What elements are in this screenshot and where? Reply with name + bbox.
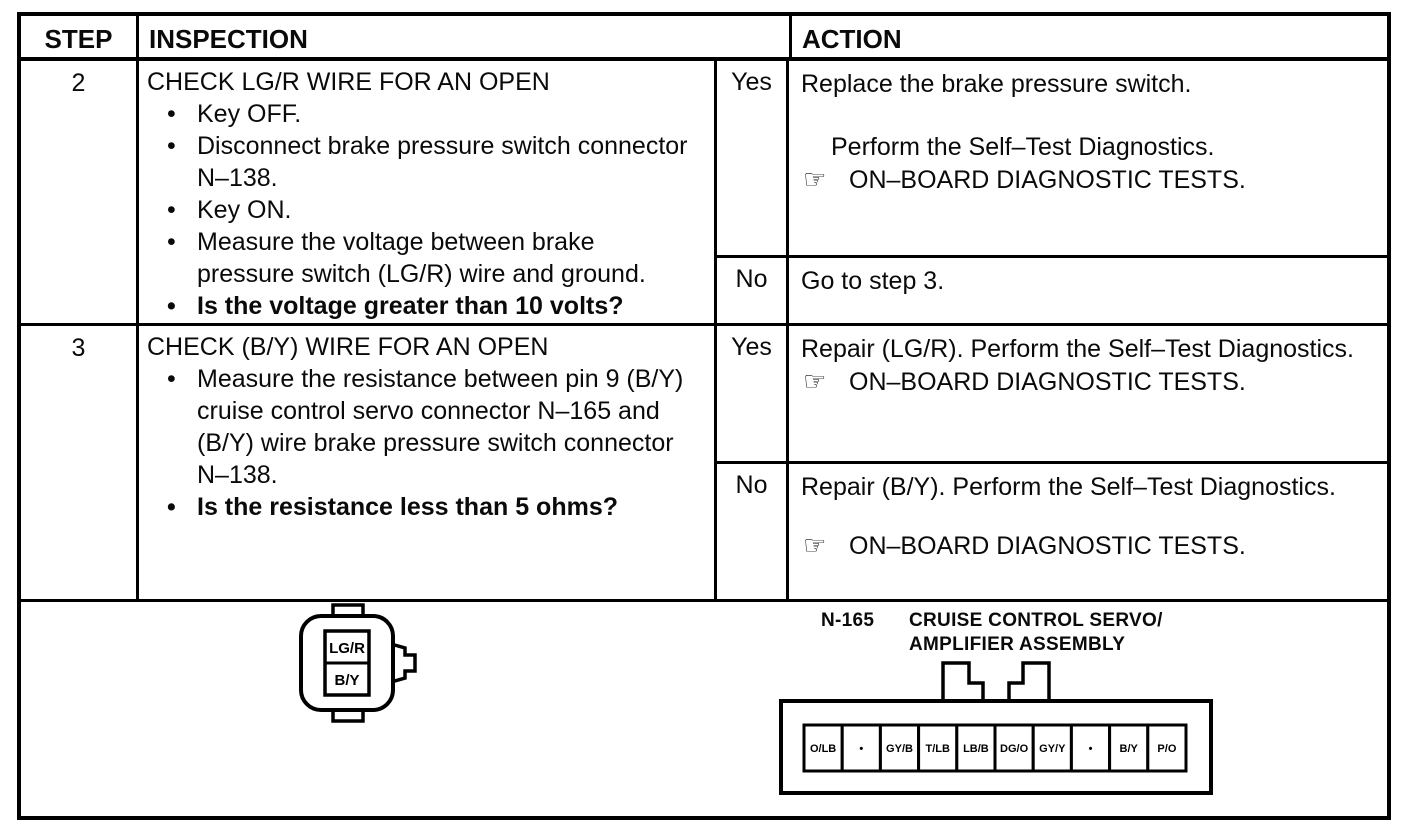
- yes-cell: Yes: [717, 326, 789, 461]
- inspection-question-bullet: • Is the voltage greater than 10 volts?: [167, 292, 624, 320]
- pin-label: T/LB: [925, 743, 949, 755]
- inspection-question-bullet: • Is the resistance less than 5 ohms?: [167, 493, 618, 521]
- pointing-hand-icon: ☞: [803, 530, 827, 560]
- pointing-hand-icon: ☞: [803, 366, 827, 396]
- pin-label: GY/B: [886, 743, 913, 755]
- pin-label: •: [1089, 743, 1093, 755]
- action-text: Go to step 3.: [801, 267, 945, 295]
- pin-cell: [802, 723, 844, 773]
- connector-side-latch: [389, 641, 417, 685]
- pin-label: •: [859, 743, 863, 755]
- connector-name-line2: AMPLIFIER ASSEMBLY: [909, 634, 1126, 655]
- action-cell: Repair (B/Y). Perform the Self–Test Diag…: [789, 464, 1387, 599]
- inspection-cell: CHECK (B/Y) WIRE FOR AN OPEN • Measure t…: [139, 326, 717, 599]
- brake-pressure-switch-connector-diagram: LG/R B/Y: [299, 603, 417, 723]
- pin-label-by: B/Y: [334, 672, 359, 689]
- header-action: ACTION: [802, 24, 902, 54]
- diagnostic-table: STEP INSPECTION ACTION 2 CHECK LG/R WIRE…: [17, 12, 1391, 820]
- action-cell: Go to step 3.: [789, 258, 1387, 323]
- yes-no-actions: Yes Repair (LG/R). Perform the Self–Test…: [717, 326, 1387, 599]
- action-text: Replace the brake pressure switch.: [801, 70, 1192, 98]
- servo-connector-diagram: O/LB • GY/B T/LB LB/B DG/O GY/Y • B/Y P/…: [779, 661, 1213, 795]
- action-cell: Repair (LG/R). Perform the Self–Test Dia…: [789, 326, 1387, 461]
- action-reference-text: ON–BOARD DIAGNOSTIC TESTS.: [849, 166, 1246, 194]
- action-text: Repair (B/Y). Perform the Self–Test Diag…: [801, 473, 1336, 501]
- bullet-icon: •: [167, 292, 176, 320]
- step-number: 2: [21, 61, 139, 323]
- inspection-title: CHECK LG/R WIRE FOR AN OPEN: [147, 68, 550, 96]
- pin-cell: [1146, 723, 1188, 773]
- action-reference-line: ☞ ON–BOARD DIAGNOSTIC TESTS.: [801, 529, 1377, 562]
- action-cell: Replace the brake pressure switch. Perfo…: [789, 61, 1387, 255]
- no-action-row: No Go to step 3.: [717, 258, 1387, 323]
- step-number: 3: [21, 326, 139, 599]
- header-inspection: INSPECTION: [139, 16, 792, 57]
- bullet-icon: •: [167, 132, 176, 160]
- spacer: [801, 503, 1377, 529]
- pointing-hand-icon: ☞: [803, 164, 827, 194]
- connector-key-tab-left: [941, 661, 985, 703]
- action-reference-line: ☞ ON–BOARD DIAGNOSTIC TESTS.: [801, 163, 1377, 196]
- inspection-bullet: • Measure the voltage between brake pres…: [167, 228, 646, 288]
- inspection-bullet: • Key OFF.: [167, 100, 302, 128]
- inspection-bullet: • Key ON.: [167, 196, 292, 224]
- pin-label: P/O: [1157, 743, 1176, 755]
- pin-cell: [878, 723, 921, 773]
- spacer: [801, 100, 1377, 131]
- pin-label-lgr: LG/R: [329, 640, 365, 657]
- action-text: Repair (LG/R). Perform the Self–Test Dia…: [801, 335, 1354, 363]
- action-reference-text: ON–BOARD DIAGNOSTIC TESTS.: [849, 368, 1246, 396]
- no-action-row: No Repair (B/Y). Perform the Self–Test D…: [717, 464, 1387, 599]
- connector-name-line1: CRUISE CONTROL SERVO/: [909, 610, 1163, 631]
- action-perform-text: Perform the Self–Test Diagnostics.: [831, 133, 1215, 161]
- pin-label: LB/B: [963, 743, 989, 755]
- yes-no-actions: Yes Replace the brake pressure switch. P…: [717, 61, 1387, 323]
- yes-action-row: Yes Replace the brake pressure switch. P…: [717, 61, 1387, 258]
- action-reference-text: ON–BOARD DIAGNOSTIC TESTS.: [849, 532, 1246, 560]
- inspection-title: CHECK (B/Y) WIRE FOR AN OPEN: [147, 333, 549, 361]
- pin-label: O/LB: [810, 743, 836, 755]
- inspection-bullet: • Measure the resistance between pin 9 (…: [167, 365, 684, 489]
- no-cell: No: [717, 464, 789, 599]
- bullet-icon: •: [167, 100, 176, 128]
- bullet-icon: •: [167, 228, 176, 256]
- bullet-icon: •: [167, 493, 176, 521]
- connector-id: N-165: [821, 610, 875, 631]
- inspection-bullet: • Disconnect brake pressure switch conne…: [167, 132, 688, 192]
- pin-label: B/Y: [1120, 743, 1139, 755]
- inspection-cell: CHECK LG/R WIRE FOR AN OPEN • Key OFF. •…: [139, 61, 717, 323]
- header-step: STEP: [21, 16, 139, 57]
- no-cell: No: [717, 258, 789, 323]
- bullet-icon: •: [167, 196, 176, 224]
- yes-cell: Yes: [717, 61, 789, 255]
- pin-label: DG/O: [1000, 743, 1029, 755]
- table-row-step-3: 3 CHECK (B/Y) WIRE FOR AN OPEN • Measure…: [21, 326, 1387, 602]
- connector-key-tab-right: [1007, 661, 1051, 703]
- servo-connector-label: N-165 CRUISE CONTROL SERVO/ AMPLIFIER AS…: [821, 609, 1163, 657]
- action-reference-line: ☞ ON–BOARD DIAGNOSTIC TESTS.: [801, 365, 1377, 398]
- table-row-step-2: 2 CHECK LG/R WIRE FOR AN OPEN • Key OFF.…: [21, 61, 1387, 326]
- bullet-icon: •: [167, 365, 176, 393]
- connector-diagram-section: LG/R B/Y N-165 CRUISE CONTROL SERVO/ AMP…: [21, 602, 1387, 816]
- pin-label: GY/Y: [1039, 743, 1066, 755]
- table-header-row: STEP INSPECTION ACTION: [21, 16, 1387, 61]
- yes-action-row: Yes Repair (LG/R). Perform the Self–Test…: [717, 326, 1387, 464]
